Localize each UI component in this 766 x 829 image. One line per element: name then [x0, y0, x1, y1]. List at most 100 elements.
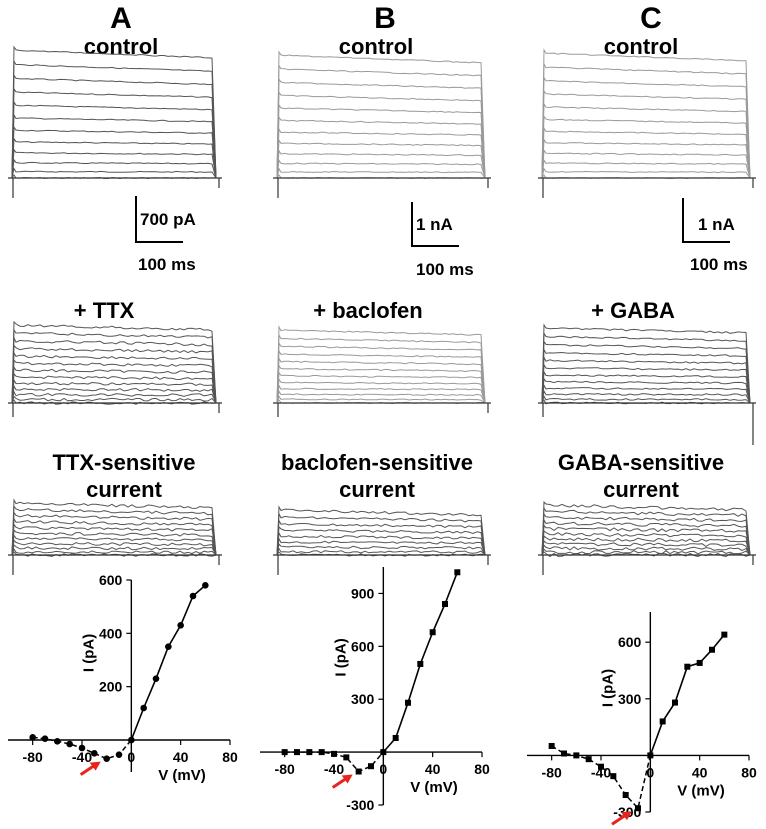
scale-bar-a-lines	[135, 196, 183, 243]
current-trace	[540, 394, 754, 404]
x-tick-label: 0	[127, 749, 135, 765]
current-trace	[10, 328, 220, 404]
current-trace	[10, 395, 220, 404]
data-point	[659, 718, 666, 725]
data-point	[392, 735, 399, 742]
y-axis-label: I (pA)	[332, 638, 349, 676]
current-trace	[10, 384, 220, 404]
x-axis-label: V (mV)	[158, 767, 206, 784]
data-point	[405, 699, 411, 706]
current-trace	[10, 511, 220, 556]
trace-panel	[538, 323, 756, 445]
current-trace	[10, 137, 220, 179]
current-trace	[10, 544, 220, 556]
current-trace	[10, 351, 220, 404]
trace-panel	[8, 320, 222, 417]
current-trace	[275, 395, 489, 404]
trace-panel	[8, 498, 222, 575]
x-tick-label: 80	[222, 749, 238, 765]
data-point	[318, 749, 325, 756]
data-point	[189, 592, 197, 600]
data-point	[672, 699, 678, 706]
x-tick-label: 80	[741, 764, 757, 780]
current-trace	[10, 390, 220, 404]
current-trace	[10, 523, 220, 556]
trace-panel	[273, 505, 491, 575]
current-trace	[275, 531, 489, 556]
current-trace	[275, 505, 489, 556]
data-point	[78, 744, 86, 752]
x-axis-label: V (mV)	[410, 779, 458, 796]
data-point	[380, 749, 387, 756]
y-axis-label: I (pA)	[80, 634, 97, 672]
data-point	[610, 773, 617, 780]
current-trace	[275, 525, 489, 556]
x-tick-label: -40	[591, 764, 611, 780]
current-traces	[8, 45, 756, 575]
current-trace	[540, 535, 754, 556]
scale-c-amp: 1 nA	[698, 215, 735, 234]
current-trace	[540, 167, 754, 179]
current-trace	[275, 356, 489, 404]
title-a-current: current	[86, 477, 162, 502]
data-point	[343, 754, 350, 761]
current-trace	[10, 73, 220, 179]
data-point	[684, 663, 691, 670]
current-trace	[275, 341, 489, 404]
current-trace	[540, 548, 754, 556]
current-trace	[540, 331, 754, 404]
current-trace	[275, 90, 489, 179]
x-tick-label: 80	[474, 761, 490, 777]
current-trace	[275, 127, 489, 179]
scale-b-time: 100 ms	[416, 260, 474, 279]
data-point	[29, 734, 36, 741]
current-trace	[275, 333, 489, 404]
current-trace	[540, 370, 754, 404]
title-b-current: current	[339, 477, 415, 502]
current-trace	[540, 500, 754, 556]
current-trace	[10, 539, 220, 556]
current-trace	[540, 363, 754, 404]
current-trace	[10, 158, 220, 179]
current-trace	[540, 518, 754, 556]
current-trace	[10, 372, 220, 404]
title-b-drug: + baclofen	[313, 298, 422, 323]
title-c-drug: + GABA	[591, 298, 675, 323]
data-point	[294, 749, 300, 756]
data-point	[66, 740, 73, 748]
x-tick-label: 40	[425, 761, 441, 777]
current-trace	[540, 529, 754, 556]
scale-bar-b-lines	[411, 202, 459, 247]
data-point	[355, 768, 362, 775]
x-tick-label: -40	[324, 761, 344, 777]
current-trace	[10, 498, 220, 556]
data-point	[417, 660, 424, 667]
current-trace	[275, 167, 489, 179]
data-point	[152, 675, 160, 682]
y-tick-label: 400	[99, 625, 123, 641]
y-tick-label: 600	[351, 638, 375, 654]
arrow-head	[621, 811, 632, 821]
current-trace	[10, 359, 220, 404]
data-point	[103, 755, 110, 762]
current-trace	[540, 89, 754, 179]
title-a-sensitive: TTX-sensitive	[52, 450, 195, 475]
current-trace	[10, 547, 220, 556]
current-trace	[275, 364, 489, 404]
data-point	[140, 704, 147, 712]
current-trace	[540, 158, 754, 179]
current-trace	[10, 365, 220, 404]
data-point	[202, 582, 209, 589]
data-point	[368, 763, 374, 770]
data-point	[647, 752, 654, 759]
x-tick-label: 40	[692, 764, 708, 780]
current-trace	[10, 505, 220, 556]
x-axis-label: V (mV)	[677, 782, 725, 799]
current-trace	[275, 377, 489, 404]
current-trace	[540, 383, 754, 404]
current-trace	[540, 506, 754, 556]
data-point	[54, 738, 61, 745]
trace-panel	[538, 48, 756, 198]
scale-b-amp: 1 nA	[416, 215, 453, 234]
